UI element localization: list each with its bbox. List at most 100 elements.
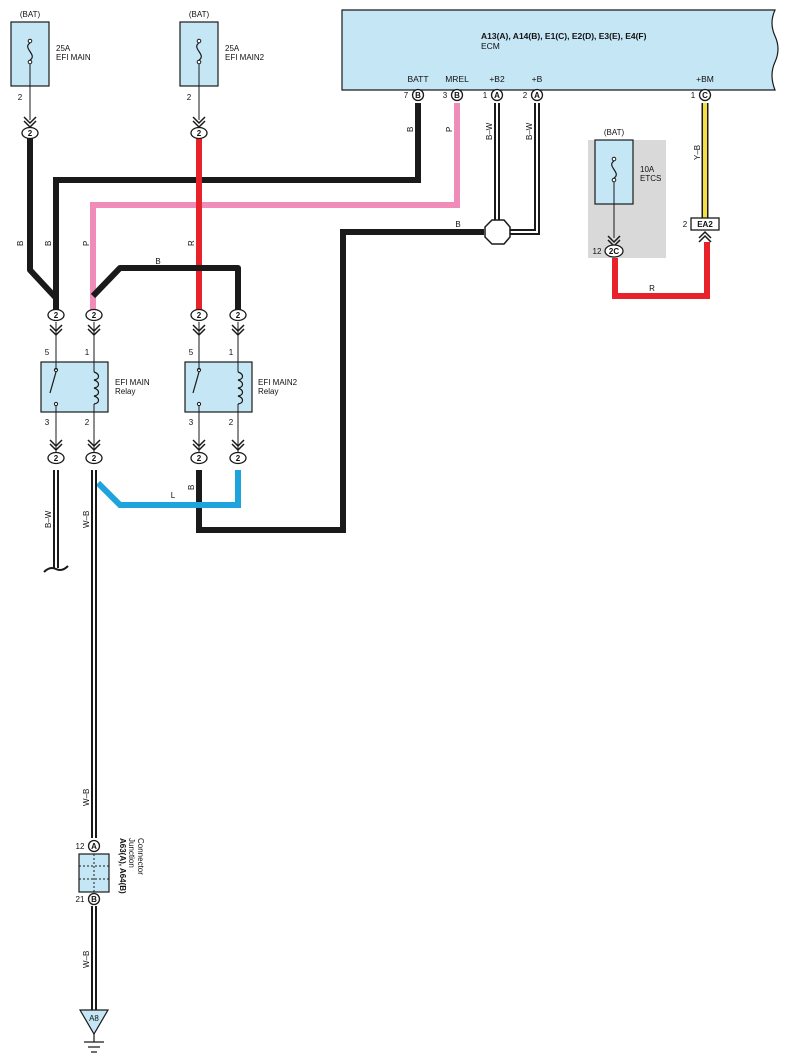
fuse2-rating: 25A <box>225 44 240 53</box>
ecm-pin-bm: C 1 <box>691 88 712 102</box>
ecm-terminal-batt: BATT <box>407 74 428 84</box>
wire-label-yb: Y–B <box>693 145 702 160</box>
wire-main-b <box>196 229 484 533</box>
svg-text:1: 1 <box>483 91 488 100</box>
connector-relay2-pin2: 2 <box>229 439 247 465</box>
wire-label-b-fuse1: B <box>16 241 25 246</box>
fuse3-icon <box>611 156 617 183</box>
svg-text:2C: 2C <box>609 247 619 256</box>
wire-bw <box>43 470 69 573</box>
ecm-terminal-bm: +BM <box>696 74 714 84</box>
relay2-switch-icon <box>192 367 202 407</box>
connector-relay2-pin1: 2 <box>229 308 247 337</box>
svg-text:12: 12 <box>593 247 602 256</box>
svg-text:2: 2 <box>54 454 59 463</box>
connector-relay1-pin2: 2 <box>85 439 103 465</box>
junction-line2: Connector <box>136 838 145 875</box>
ecm-terminal-b: +B <box>532 74 543 84</box>
fuse3-rating: 10A <box>640 165 655 174</box>
wire-label-b-batt: B <box>406 127 415 132</box>
wire-label-b-relay2: B <box>187 485 196 490</box>
relay1-switch-icon <box>49 367 59 407</box>
svg-text:EA2: EA2 <box>697 220 713 229</box>
wire-mrel <box>90 103 460 310</box>
wire-plus-b <box>510 103 540 235</box>
svg-text:2: 2 <box>197 129 202 138</box>
wire-label-bw-b2: B–W <box>485 122 494 140</box>
wire-label-b-coil: B <box>155 257 160 266</box>
svg-text:A: A <box>534 91 540 100</box>
ground-a8: A8 <box>78 1009 110 1053</box>
fuse2-name: EFI MAIN2 <box>225 53 265 62</box>
relay1-sub: Relay <box>115 387 135 396</box>
relay2-pin2: 2 <box>229 418 234 427</box>
fuse1-rating: 25A <box>56 44 71 53</box>
junction-line1: Junction <box>127 838 136 868</box>
connector-relay1-pin5: 2 <box>47 308 65 337</box>
relay2-pin3: 3 <box>189 418 194 427</box>
fuse3-name: ETCS <box>640 174 661 183</box>
junction-title: A63(A), A64(B) <box>118 838 127 894</box>
wire-label-l: L <box>171 491 176 500</box>
relay2-name: EFI MAIN2 <box>258 378 298 387</box>
ecm-terminal-b2: +B2 <box>489 74 505 84</box>
fuse3-source: (BAT) <box>604 128 625 137</box>
svg-text:2: 2 <box>236 454 241 463</box>
svg-text:B: B <box>415 91 421 100</box>
relay1-pin3: 3 <box>45 418 50 427</box>
svg-text:A: A <box>494 91 500 100</box>
fuse2-icon <box>196 38 202 65</box>
wire-label-b-main: B <box>455 220 460 229</box>
ecm-pin-b2: A 1 <box>483 88 504 102</box>
connector-relay1-pin1: 2 <box>85 308 103 337</box>
svg-text:1: 1 <box>691 91 696 100</box>
relay2-pin1: 1 <box>229 348 234 357</box>
svg-text:3: 3 <box>443 91 448 100</box>
wire-efi-main-fuse <box>27 134 59 310</box>
svg-text:2: 2 <box>28 129 33 138</box>
ecm-panel <box>341 9 779 91</box>
fuse1-source: (BAT) <box>20 10 41 19</box>
wire-relay-coil-b <box>90 265 241 310</box>
relay2-sub: Relay <box>258 387 278 396</box>
wire-label-bw-plus-b: B–W <box>525 122 534 140</box>
svg-text:A: A <box>91 842 97 851</box>
connector-relay2-pin3: 2 <box>190 439 208 465</box>
connector-fuse1: 2 <box>21 116 39 140</box>
wire-label-wb-mid: W–B <box>82 789 91 806</box>
svg-text:A8: A8 <box>89 1014 99 1023</box>
fuse1-pin: 2 <box>18 93 23 102</box>
wire-break-mark <box>43 565 69 573</box>
connector-etcs-2c: 2C 12 <box>593 235 624 258</box>
fuse2-pin: 2 <box>187 93 192 102</box>
relay1-name: EFI MAIN <box>115 378 150 387</box>
svg-text:2: 2 <box>92 454 97 463</box>
svg-text:2: 2 <box>197 311 202 320</box>
svg-text:B: B <box>91 895 97 904</box>
wire-label-r-fuse2: R <box>187 240 196 246</box>
svg-text:2: 2 <box>683 220 688 229</box>
wire-batt <box>53 103 421 310</box>
ecm-pin-mrel: B 3 <box>443 88 464 102</box>
connector-fuse2: 2 <box>190 116 208 140</box>
connector-ea2: EA2 2 <box>683 217 720 243</box>
wire-label-b-batt-left: B <box>44 241 53 246</box>
ecm-terminal-mrel: MREL <box>445 74 469 84</box>
splice-point <box>484 219 511 245</box>
svg-text:C: C <box>702 91 708 100</box>
ecm-pin-plus-b: A 2 <box>523 88 544 102</box>
wire-label-p-left: P <box>82 241 91 246</box>
fuse1-icon <box>27 38 33 65</box>
wire-label-p-mrel: P <box>445 127 454 132</box>
ecm-title: A13(A), A14(B), E1(C), E2(D), E3(E), E4(… <box>481 31 647 41</box>
relay2-coil-icon <box>237 371 244 405</box>
wire-label-wb-lower: W–B <box>82 951 91 968</box>
relay1-pin2: 2 <box>85 418 90 427</box>
svg-text:12: 12 <box>76 842 85 851</box>
wire-label-r-etcs: R <box>649 284 655 293</box>
svg-text:7: 7 <box>404 91 409 100</box>
ecm-pin-batt: B 7 <box>404 88 425 102</box>
relay1-coil-icon <box>93 371 100 405</box>
connector-relay2-pin5: 2 <box>190 308 208 337</box>
